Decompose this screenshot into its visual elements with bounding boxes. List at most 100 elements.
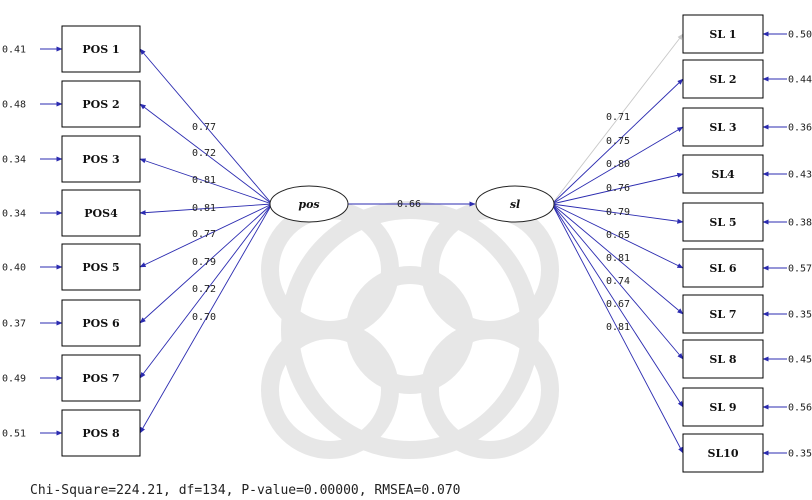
observed-box-sl-4 [682, 154, 764, 194]
error-label-pos-6: 0.37 [2, 319, 26, 330]
observed-box-sl-2 [682, 59, 764, 99]
observed-box-pos-2 [61, 80, 141, 128]
loading-path-sl-1 [551, 33, 684, 205]
loading-path-sl-4 [551, 172, 684, 205]
loading-path-pos-7 [139, 203, 273, 379]
loading-label-sl-7: 0.65 [606, 230, 630, 241]
error-label-sl-5: 0.38 [788, 218, 812, 229]
error-label-sl-9: 0.56 [788, 403, 812, 414]
loading-label-pos-1: 0.77 [192, 122, 216, 133]
loading-path-pos-2 [139, 103, 273, 205]
loading-label-sl-8: 0.81 [606, 253, 630, 264]
latent-label-pos: pos [298, 198, 319, 211]
observed-box-pos-8 [61, 409, 141, 457]
loading-label-sl-3: 0.75 [606, 136, 630, 147]
observed-box-sl-7 [682, 294, 764, 334]
loading-path-sl-5 [551, 203, 684, 224]
loading-path-pos-4 [139, 203, 273, 216]
error-label-sl-10: 0.35 [788, 449, 812, 460]
observed-label-pos-4: POS4 [84, 207, 118, 220]
loading-path-pos-6 [139, 203, 273, 324]
error-label-sl-8: 0.45 [788, 355, 812, 366]
observed-label-pos-2: POS 2 [82, 98, 119, 111]
watermark-ornament [261, 201, 559, 459]
loading-label-pos-5: 0.77 [192, 229, 216, 240]
error-label-pos-5: 0.40 [2, 263, 26, 274]
observed-box-pos-3 [61, 135, 141, 183]
loading-path-sl-8 [551, 203, 684, 360]
loading-path-sl-7 [551, 203, 684, 315]
observed-label-pos-1: POS 1 [82, 43, 119, 56]
observed-box-pos-4 [61, 189, 141, 237]
error-label-pos-2: 0.48 [2, 100, 26, 111]
observed-label-sl-2: SL 2 [709, 73, 736, 86]
observed-label-sl-6: SL 6 [709, 262, 737, 275]
loading-path-pos-3 [139, 158, 273, 205]
loading-path-sl-6 [551, 203, 684, 269]
error-label-sl-7: 0.35 [788, 310, 812, 321]
observed-label-sl-5: SL 5 [709, 216, 736, 229]
loading-path-sl-9 [551, 203, 684, 408]
loading-label-extra-1: 0.81 [606, 322, 630, 333]
observed-label-sl-4: SL4 [711, 168, 735, 181]
observed-box-pos-6 [61, 299, 141, 347]
loading-path-sl-2 [551, 78, 684, 205]
error-label-sl-4: 0.43 [788, 170, 812, 181]
loading-label-sl-6: 0.79 [606, 207, 630, 218]
loading-label-sl-10: 0.67 [606, 299, 630, 310]
loading-label-pos-7: 0.72 [192, 284, 216, 295]
loading-label-pos-6: 0.79 [192, 257, 216, 268]
error-label-pos-8: 0.51 [2, 429, 26, 440]
observed-box-pos-7 [61, 354, 141, 402]
observed-label-pos-8: POS 8 [82, 427, 120, 440]
observed-box-sl-3 [682, 107, 764, 147]
observed-label-pos-6: POS 6 [82, 317, 120, 330]
error-label-sl-3: 0.36 [788, 123, 812, 134]
observed-label-sl-1: SL 1 [709, 28, 736, 41]
latent-label-sl: sl [510, 198, 520, 211]
error-label-sl-2: 0.44 [788, 75, 812, 86]
loading-label-sl-4: 0.80 [606, 159, 630, 170]
observed-label-pos-3: POS 3 [82, 153, 119, 166]
observed-label-pos-7: POS 7 [82, 372, 119, 385]
structural-coefficient: 0.66 [397, 199, 421, 210]
observed-box-pos-1 [61, 25, 141, 73]
latent-sl [475, 185, 555, 223]
error-label-pos-4: 0.34 [2, 209, 26, 220]
observed-label-sl-8: SL 8 [709, 353, 737, 366]
loading-label-sl-2: 0.71 [606, 112, 630, 123]
fit-statistics: Chi-Square=224.21, df=134, P-value=0.000… [30, 483, 460, 498]
observed-box-sl-10 [682, 433, 764, 473]
loading-path-sl-10 [551, 203, 684, 454]
observed-label-sl-10: SL10 [708, 447, 739, 460]
loading-label-sl-9: 0.74 [606, 276, 630, 287]
observed-label-sl-9: SL 9 [709, 401, 736, 414]
loading-path-pos-1 [139, 48, 273, 205]
error-label-pos-3: 0.34 [2, 155, 26, 166]
observed-box-sl-5 [682, 202, 764, 242]
loading-label-pos-2: 0.72 [192, 148, 216, 159]
observed-box-sl-9 [682, 387, 764, 427]
observed-box-pos-5 [61, 243, 141, 291]
observed-box-sl-8 [682, 339, 764, 379]
observed-box-sl-6 [682, 248, 764, 288]
loading-label-sl-5: 0.76 [606, 183, 630, 194]
error-label-sl-6: 0.57 [788, 264, 812, 275]
error-label-pos-1: 0.41 [2, 45, 26, 56]
loading-label-pos-8: 0.70 [192, 312, 216, 323]
observed-label-pos-5: POS 5 [82, 261, 119, 274]
loading-label-pos-4: 0.81 [192, 203, 216, 214]
observed-box-sl-1 [682, 14, 764, 54]
edges-layer: 0.77 0.41 0.72 0.48 0.81 0.34 0.81 0.34 0.77 0.40… [2, 30, 812, 460]
loading-label-pos-3: 0.81 [192, 175, 216, 186]
observed-label-sl-7: SL 7 [709, 308, 736, 321]
observed-label-sl-3: SL 3 [709, 121, 736, 134]
loading-path-pos-5 [139, 203, 273, 268]
error-label-sl-1: 0.50 [788, 30, 812, 41]
loading-path-pos-8 [139, 203, 273, 434]
loading-path-sl-3 [551, 126, 684, 205]
error-label-pos-7: 0.49 [2, 374, 26, 385]
latent-pos [269, 185, 349, 223]
